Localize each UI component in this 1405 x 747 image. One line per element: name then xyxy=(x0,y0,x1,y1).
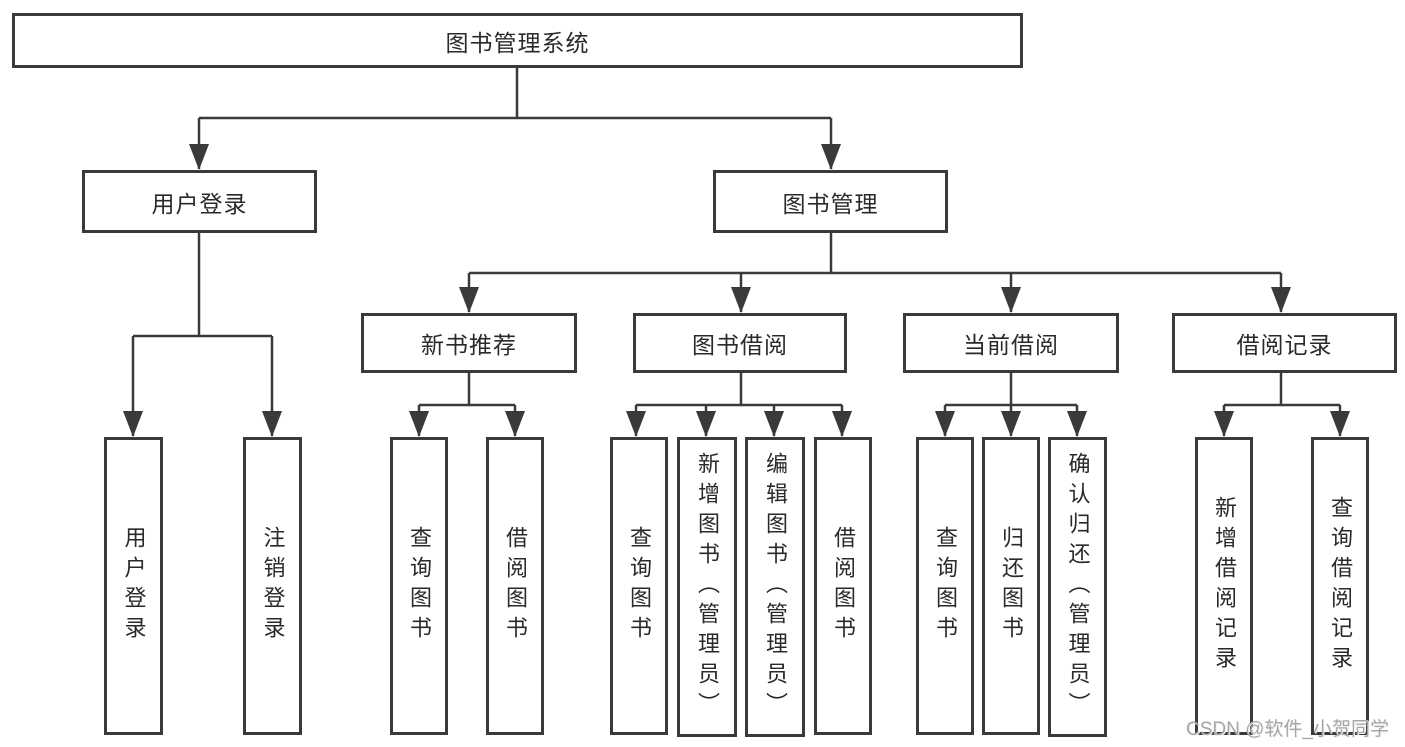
leaf-borrow-query-label: 查询图书 xyxy=(627,526,652,646)
leaf-current-return: 归还图书 xyxy=(982,437,1040,735)
trunk-book-borrowing xyxy=(636,373,842,407)
csdn-watermark: CSDN @软件_小贺同学 xyxy=(1186,719,1389,740)
node-book-borrowing: 图书借阅 xyxy=(633,313,847,373)
node-current-borrowing-label: 当前借阅 xyxy=(963,332,1059,358)
node-root: 图书管理系统 xyxy=(12,13,1023,68)
node-user-login-label: 用户登录 xyxy=(151,190,248,217)
leaf-newbooks-query-label: 查询图书 xyxy=(407,526,432,646)
leaf-borrow-add-admin: 新增图书（管理员） xyxy=(677,437,737,737)
trunk-current-borrowing xyxy=(945,373,1077,407)
trunk-user-login xyxy=(133,233,272,338)
node-book-management-label: 图书管理 xyxy=(782,190,879,217)
leaf-records-add: 新增借阅记录 xyxy=(1195,437,1253,735)
leaf-borrow-borrow-label: 借阅图书 xyxy=(831,526,856,646)
trunk-borrowing-records xyxy=(1224,373,1340,407)
node-book-borrowing-label: 图书借阅 xyxy=(692,332,788,358)
leaf-user-login: 用户登录 xyxy=(104,437,163,735)
leaf-borrow-edit-admin-label: 编辑图书（管理员） xyxy=(763,452,788,722)
leaf-records-query-label: 查询借阅记录 xyxy=(1328,496,1353,676)
leaf-current-query-label: 查询图书 xyxy=(933,526,958,646)
leaf-borrow-add-admin-label: 新增图书（管理员） xyxy=(695,452,720,722)
leaf-current-confirm-admin-label: 确认归还（管理员） xyxy=(1065,452,1091,722)
node-book-management: 图书管理 xyxy=(713,170,948,233)
leaf-newbooks-query: 查询图书 xyxy=(390,437,448,735)
trunk-book-management xyxy=(469,233,1281,275)
leaf-newbooks-borrow-label: 借阅图书 xyxy=(503,526,528,646)
node-borrowing-records: 借阅记录 xyxy=(1172,313,1397,373)
leaf-borrow-edit-admin: 编辑图书（管理员） xyxy=(745,437,805,737)
leaf-records-add-label: 新增借阅记录 xyxy=(1212,496,1237,676)
node-user-login: 用户登录 xyxy=(82,170,317,233)
node-current-borrowing: 当前借阅 xyxy=(903,313,1119,373)
node-new-book-recommend: 新书推荐 xyxy=(361,313,577,373)
leaf-current-confirm-admin: 确认归还（管理员） xyxy=(1048,437,1107,737)
leaf-current-query: 查询图书 xyxy=(916,437,974,735)
leaf-logout-label: 注销登录 xyxy=(260,526,286,646)
leaf-user-login-label: 用户登录 xyxy=(121,526,147,646)
node-borrowing-records-label: 借阅记录 xyxy=(1236,332,1333,358)
leaf-logout: 注销登录 xyxy=(243,437,302,735)
leaf-current-return-label: 归还图书 xyxy=(999,526,1024,646)
leaf-borrow-borrow: 借阅图书 xyxy=(814,437,872,735)
node-root-label: 图书管理系统 xyxy=(445,29,590,56)
trunk-new-book-recommend xyxy=(419,373,515,407)
trunk-root xyxy=(199,68,831,120)
node-new-book-recommend-label: 新书推荐 xyxy=(421,332,517,358)
leaf-newbooks-borrow: 借阅图书 xyxy=(486,437,544,735)
leaf-records-query: 查询借阅记录 xyxy=(1311,437,1369,735)
leaf-borrow-query: 查询图书 xyxy=(610,437,668,735)
